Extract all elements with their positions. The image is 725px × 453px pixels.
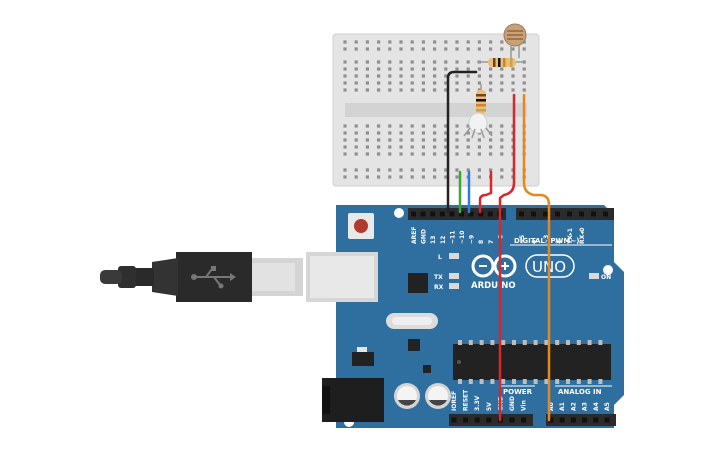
led-rx xyxy=(449,283,459,289)
rgb-led xyxy=(463,112,493,139)
led-l-label: L xyxy=(438,254,442,261)
wire-red-short xyxy=(478,170,493,214)
pin-label: 8 xyxy=(478,240,485,244)
pin-label: A2 xyxy=(570,402,577,411)
pin-label: 12 xyxy=(440,236,447,244)
brand-label: ARDUINO xyxy=(471,281,516,291)
pin-label: ~9 xyxy=(469,235,476,244)
led-rx-label: RX xyxy=(434,284,444,291)
usb-chip xyxy=(408,273,428,293)
wires xyxy=(446,70,551,422)
led-tx xyxy=(449,273,459,279)
pin-label: GND xyxy=(509,396,516,411)
pin-label: RX◂0 xyxy=(579,228,586,244)
led-l xyxy=(449,253,459,259)
pin-label: A1 xyxy=(559,402,566,411)
pin-label: RESET xyxy=(463,389,470,411)
led-on xyxy=(589,273,599,279)
pin-label: ~5 xyxy=(519,235,526,244)
status-leds: L TX RX ON xyxy=(434,253,611,291)
capacitors xyxy=(394,383,451,409)
pin-label: ~3 xyxy=(543,235,550,244)
usb-cable xyxy=(100,252,303,302)
breadboard xyxy=(332,33,540,187)
usb-receptacle xyxy=(306,252,378,302)
pin-label: A4 xyxy=(593,402,600,411)
pin-label: 2 xyxy=(555,240,562,244)
digital-header-label: DIGITAL (PWM~) xyxy=(514,237,579,245)
arduino-logo: ARDUINO xyxy=(471,254,517,291)
small-chip xyxy=(408,339,420,351)
pin-label: A0 xyxy=(548,402,555,411)
microcontroller-chip xyxy=(453,340,611,384)
resistor-horizontal xyxy=(477,58,523,67)
pin-label: IOREF xyxy=(451,391,458,411)
pin-label: GND xyxy=(421,229,428,244)
pin-label: A5 xyxy=(604,402,611,411)
led-on-label: ON xyxy=(601,274,611,281)
pin-label: A3 xyxy=(582,402,589,411)
pin-label: ~10 xyxy=(459,231,466,244)
usb-symbol-icon xyxy=(191,266,236,289)
power-header-label: POWER xyxy=(503,388,533,396)
pin-label: ~11 xyxy=(449,231,456,244)
photoresistor xyxy=(503,23,527,58)
reset-button[interactable] xyxy=(348,213,374,239)
pin-label: AREF xyxy=(411,227,418,244)
wire-red-5v xyxy=(498,93,516,422)
digital-header xyxy=(408,208,614,220)
analog-header xyxy=(546,414,616,426)
analog-header-label: ANALOG IN xyxy=(558,388,602,396)
led-tx-label: TX xyxy=(434,274,443,281)
pin-label: 13 xyxy=(430,236,437,244)
breadboard-holes xyxy=(343,40,526,179)
voltage-regulator xyxy=(352,347,374,366)
analog-pin-labels: A0 A1 A2 A3 A4 A5 xyxy=(548,402,611,411)
pin-label: 7 xyxy=(488,240,495,244)
wire-orange-a0 xyxy=(522,93,551,422)
resistor-vertical xyxy=(476,84,486,118)
power-jack xyxy=(322,378,384,422)
pin-label: 4 xyxy=(531,240,538,244)
pin-label: 5V xyxy=(486,402,493,411)
pin-label: Vin xyxy=(521,400,528,411)
small-transistor xyxy=(423,365,431,373)
power-header xyxy=(449,414,533,426)
wire-black xyxy=(446,70,478,214)
pin-label: TX▸1 xyxy=(567,228,574,244)
pin-label: 3.3V xyxy=(474,395,481,411)
